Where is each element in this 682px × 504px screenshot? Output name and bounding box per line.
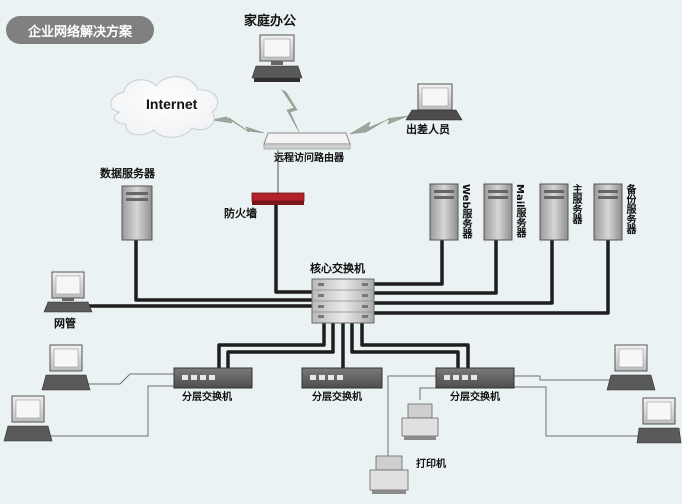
lightning-router-travel [349, 115, 409, 135]
cable-data-server [134, 240, 318, 302]
home-office-label: 家庭办公 [244, 14, 297, 29]
wireless-links [211, 89, 409, 135]
backup-server-icon [593, 183, 623, 241]
cable-access-left-a [217, 322, 326, 370]
thin-cable-pc-right-top [514, 375, 615, 381]
firewall-icon [251, 192, 305, 205]
cable-mail-server [372, 240, 498, 295]
mail-server-icon [483, 183, 513, 241]
thin-cable-pc-left-bottom [46, 385, 178, 437]
access-switch-left-label: 分层交换机 [182, 392, 232, 403]
client-computer-right-bottom-icon [636, 397, 682, 444]
lightning-home-router [281, 89, 300, 133]
cable-firewall [274, 205, 316, 294]
main-server-label: 主服务器 [570, 184, 581, 224]
thin-cable-pc-left-top [78, 373, 178, 385]
access-switch-middle-label: 分层交换机 [312, 392, 362, 403]
data-server-icon [121, 185, 153, 241]
printer-label: 打印机 [416, 459, 446, 470]
access-switch-left-icon [173, 367, 253, 389]
traveling-staff-label: 出差人员 [406, 123, 450, 136]
web-server-icon [429, 183, 459, 241]
laptop-icon [405, 83, 463, 121]
main-server-icon [539, 183, 569, 241]
internet-cloud-shape [110, 76, 219, 138]
web-server-label: Web服务器 [460, 184, 471, 239]
remote-access-router-icon [263, 132, 351, 150]
printer-bottom-icon [369, 455, 409, 494]
thin-cable-printer-top [419, 387, 438, 400]
thin-cables [46, 150, 640, 458]
main-cables [88, 205, 610, 370]
client-computer-left-top-icon [41, 344, 91, 391]
backup-server-label: 备份服务器 [624, 184, 635, 234]
cable-access-right-b [360, 322, 470, 370]
network-admin-label: 网管 [54, 317, 76, 330]
cable-access-right-a [350, 322, 460, 370]
network-admin-computer-icon [43, 271, 93, 313]
printer-top-icon [401, 403, 439, 440]
remote-router-label: 远程访问路由器 [274, 153, 344, 164]
firewall-label: 防火墙 [224, 207, 257, 220]
cable-main-server [372, 240, 554, 305]
client-computer-left-bottom-icon [3, 395, 53, 442]
access-switch-right-label: 分层交换机 [450, 392, 500, 403]
client-computer-right-top-icon [606, 344, 656, 391]
cable-access-left-b [226, 322, 335, 370]
internet-cloud-label: Internet [146, 96, 198, 112]
thin-cable-printer-bottom [387, 375, 438, 458]
home-office-computer-icon [251, 34, 303, 82]
data-server-label: 数据服务器 [100, 167, 155, 180]
core-switch-label: 核心交换机 [310, 262, 365, 275]
cable-backup-server [372, 240, 610, 315]
diagram-title: 企业网络解决方案 [6, 16, 154, 44]
access-switch-middle-icon [301, 367, 383, 389]
thin-cable-pc-right-bottom [514, 386, 640, 437]
cable-web-server [372, 240, 444, 286]
access-switch-right-icon [435, 367, 515, 389]
mail-server-label: Mail服务器 [514, 184, 525, 238]
lightning-internet-router [211, 116, 265, 134]
core-switch-icon [311, 278, 375, 324]
